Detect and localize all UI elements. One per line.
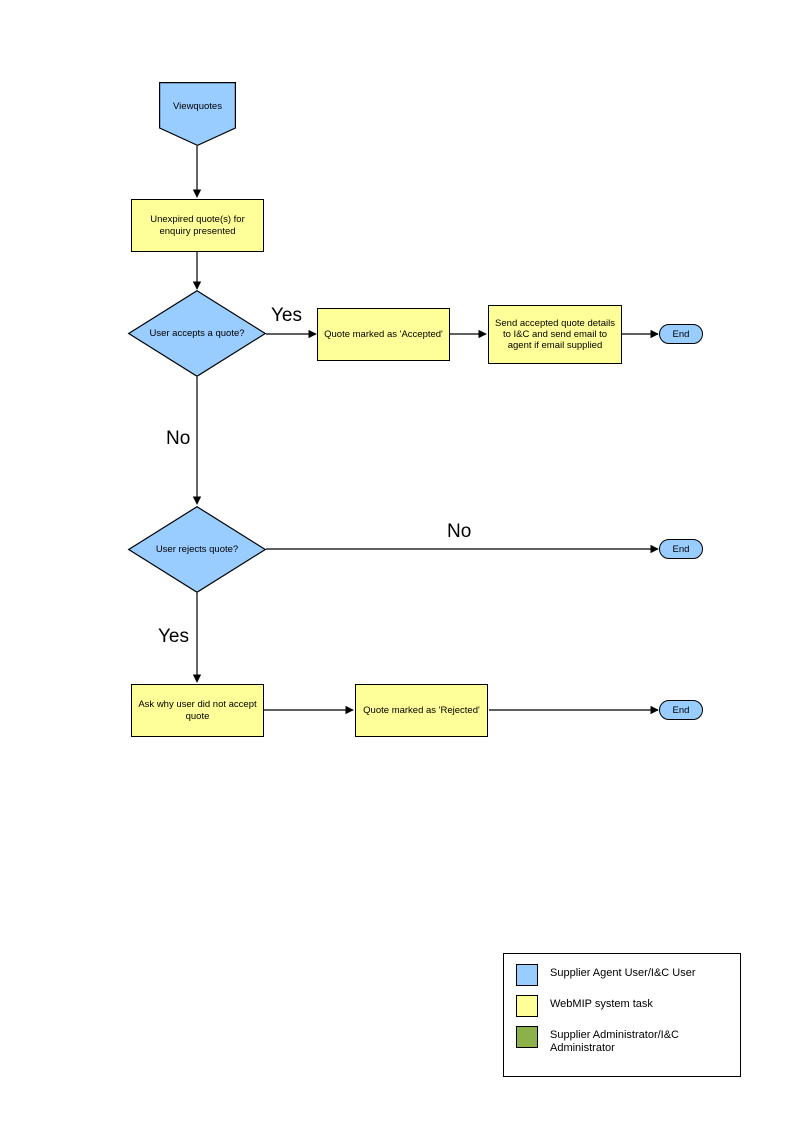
edge-label-accepts-yes: Yes xyxy=(271,305,302,326)
node-ask-why-label: Ask why user did not accept quote xyxy=(138,699,257,722)
node-unexpired-quotes-label: Unexpired quote(s) for enquiry presented xyxy=(150,214,245,237)
legend-label-supplier-agent: Supplier Agent User/I&C User xyxy=(550,967,696,979)
node-quote-accepted[interactable]: Quote marked as 'Accepted' xyxy=(317,308,450,361)
node-end-accepted-label: End xyxy=(672,328,690,340)
node-end-rejected-label: End xyxy=(672,704,690,716)
node-user-rejects-decision[interactable]: User rejects quote? xyxy=(127,505,267,594)
node-quote-rejected[interactable]: Quote marked as 'Rejected' xyxy=(355,684,488,737)
legend-label-supplier-admin: Supplier Administrator/I&C Administrator xyxy=(550,1029,679,1055)
legend-item-supplier-admin: Supplier Administrator/I&C Administrator xyxy=(516,1026,728,1056)
legend-swatch-system-icon xyxy=(516,995,538,1017)
legend-swatch-admin-icon xyxy=(516,1026,538,1048)
edge-label-accepts-no: No xyxy=(166,428,191,449)
node-end-no-reject[interactable]: End xyxy=(659,539,703,559)
node-send-details[interactable]: Send accepted quote details to I&C and s… xyxy=(488,305,622,364)
legend: Supplier Agent User/I&C User WebMIP syst… xyxy=(503,953,741,1077)
edge-label-rejects-yes: Yes xyxy=(158,626,189,647)
node-quote-accepted-label: Quote marked as 'Accepted' xyxy=(324,328,443,340)
node-start[interactable]: Viewquotes xyxy=(159,82,237,147)
node-end-rejected[interactable]: End xyxy=(659,700,703,720)
legend-swatch-actor-icon xyxy=(516,964,538,986)
edge-label-rejects-no: No xyxy=(447,521,472,542)
node-end-no-reject-label: End xyxy=(672,543,690,555)
node-user-accepts-decision[interactable]: User accepts a quote? xyxy=(127,289,267,378)
node-quote-rejected-label: Quote marked as 'Rejected' xyxy=(363,704,480,716)
node-unexpired-quotes[interactable]: Unexpired quote(s) for enquiry presented xyxy=(131,199,264,252)
node-end-accepted[interactable]: End xyxy=(659,324,703,344)
legend-label-system-task: WebMIP system task xyxy=(550,998,653,1010)
node-send-details-label: Send accepted quote details to I&C and s… xyxy=(495,317,615,352)
node-ask-why[interactable]: Ask why user did not accept quote xyxy=(131,684,264,737)
legend-item-supplier-agent: Supplier Agent User/I&C User xyxy=(516,964,728,986)
legend-item-system-task: WebMIP system task xyxy=(516,995,728,1017)
